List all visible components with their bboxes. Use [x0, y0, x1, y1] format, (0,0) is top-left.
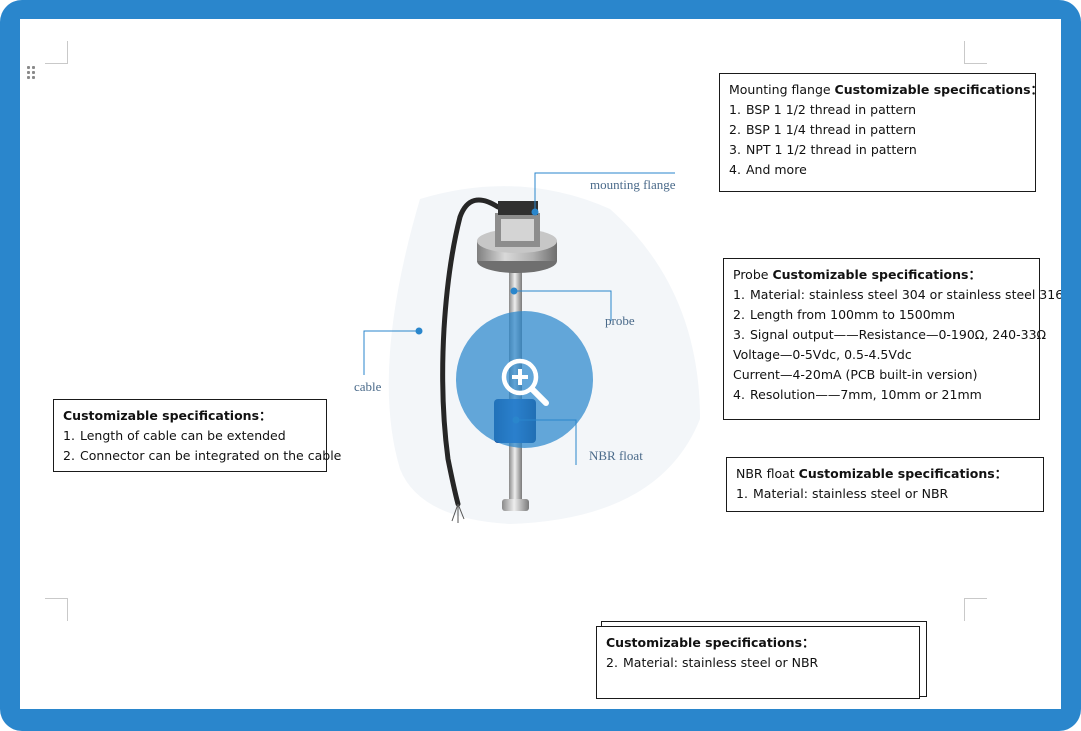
extra-box-heading: Customizable specifications： [606, 635, 815, 650]
margin-mark-top-right [964, 41, 987, 64]
list-item: 3.Signal output——Resistance—0-190Ω, 240-… [733, 327, 1047, 342]
list-item: 3.NPT 1 1/2 thread in pattern [729, 142, 917, 157]
zoom-overlay[interactable] [456, 311, 593, 448]
label-nbr-float: NBR float [589, 448, 643, 463]
list-item: 1.BSP 1 1/2 thread in pattern [729, 102, 917, 117]
list-item: 4.And more [729, 162, 807, 177]
probe-box-prefix: Probe [733, 267, 773, 282]
probe-box-heading: Customizable specifications： [772, 267, 981, 282]
float-box-heading: Customizable specifications： [798, 466, 1008, 481]
list-item: 1.Material: stainless steel 304 or stain… [733, 287, 1061, 302]
list-item: 4.Resolution——7mm, 10mm or 21mm [733, 387, 982, 402]
margin-mark-top-left [45, 41, 68, 64]
drag-handle-icon[interactable] [27, 66, 37, 80]
list-item: 2.Material: stainless steel or NBR [606, 655, 819, 670]
callout-lines [363, 172, 675, 465]
document-page: mounting flange probe cable NBR float Mo… [20, 19, 1061, 709]
list-item: 1.Material: stainless steel or NBR [736, 486, 949, 501]
list-item: 2.Length from 100mm to 1500mm [733, 307, 956, 322]
cable-spec-box: Customizable specifications： 1.Length of… [53, 399, 342, 472]
flange-spec-box: Mounting flange Customizable specificati… [719, 73, 1043, 192]
margin-mark-bottom-left [45, 598, 68, 621]
flange-box-prefix: Mounting flange [729, 82, 835, 97]
margin-mark-bottom-right [964, 598, 987, 621]
float-spec-box: NBR float Customizable specifications： 1… [726, 457, 1044, 512]
zoom-in-icon [501, 358, 549, 406]
label-cable: cable [354, 379, 382, 394]
label-mounting-flange: mounting flange [590, 177, 676, 192]
probe-spec-box: Probe Customizable specifications： 1.Mat… [723, 258, 1061, 420]
label-probe: probe [605, 313, 635, 328]
list-item: 2.BSP 1 1/4 thread in pattern [729, 122, 917, 137]
list-item: 2.Connector can be integrated on the cab… [63, 448, 342, 463]
list-item: 1.Length of cable can be extended [63, 428, 286, 443]
float-box-prefix: NBR float [736, 466, 799, 481]
cable-box-heading: Customizable specifications： [63, 408, 272, 423]
probe-voltage: Voltage—0-5Vdc, 0.5-4.5Vdc [733, 347, 912, 362]
extra-spec-box: Customizable specifications： 2.Material:… [596, 626, 920, 699]
flange-box-heading: Customizable specifications： [834, 82, 1044, 97]
probe-current: Current—4-20mA (PCB built-in version) [733, 367, 978, 382]
